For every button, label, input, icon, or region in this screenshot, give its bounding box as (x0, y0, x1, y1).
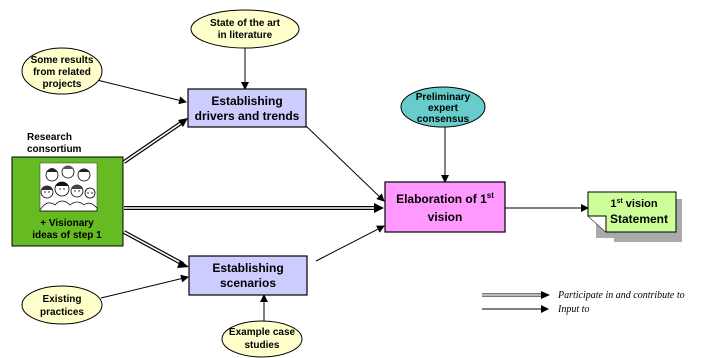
related-projects-line-3: projects (43, 79, 82, 90)
statement-line-1-pre: 1 (610, 198, 616, 210)
research-consortium-box: + Visionary ideas of step 1 (11, 156, 124, 247)
elaboration-line-1-text: Elaboration of 1 (396, 192, 487, 206)
statement-line-2: Statement (610, 212, 668, 226)
consortium-label-line-1: Research (27, 132, 72, 143)
cases-line-1: Example case (229, 327, 296, 338)
related-projects-line-1: Some results (31, 55, 94, 66)
state-of-art-line-1: State of the art (210, 18, 281, 29)
arrow-related-to-drivers (96, 79, 187, 105)
drivers-line-1: Establishing (211, 94, 282, 108)
statement-line-1-post: vision (623, 198, 658, 210)
elaboration-line-1: Elaboration of 1st (396, 191, 494, 206)
oval-expert-consensus: Preliminary expert consensus (400, 86, 486, 128)
practices-line-2: practices (40, 307, 84, 318)
oval-state-of-art: State of the art in literature (190, 9, 300, 49)
legend-participate-arrow (482, 291, 550, 299)
box-elaboration: Elaboration of 1st vision (384, 181, 506, 233)
arrow-scenarios-to-elaboration (315, 225, 385, 262)
visionary-ideas-line-2: ideas of step 1 (32, 230, 102, 241)
elaboration-line-2: vision (428, 210, 463, 224)
scenarios-line-1: Establishing (212, 261, 283, 275)
participate-arrow-to-elaboration (124, 203, 384, 213)
elaboration-line-1-sup: st (487, 191, 494, 200)
practices-line-1: Existing (43, 294, 82, 305)
cases-line-2: studies (244, 340, 279, 351)
arrow-drivers-to-elaboration (304, 124, 385, 202)
people-sketch-icon (39, 162, 98, 212)
arrow-practices-to-scenarios (100, 274, 189, 299)
oval-related-projects: Some results from related projects (21, 47, 103, 95)
statement-line-1: 1st vision (610, 198, 657, 210)
consensus-line-2: expert (428, 103, 459, 114)
consortium-label-line-2: consortium (27, 144, 82, 155)
legend: Participate in and contribute to Input t… (482, 290, 685, 315)
note-vision-statement: 1st vision Statement (587, 191, 682, 242)
box-scenarios: Establishing scenarios (188, 255, 308, 296)
state-of-art-line-2: in literature (218, 30, 273, 41)
participate-arrow-to-scenarios (123, 230, 189, 268)
consensus-line-1: Preliminary (416, 92, 471, 103)
drivers-line-2: drivers and trends (195, 109, 300, 123)
scenarios-line-2: scenarios (220, 276, 276, 290)
oval-example-cases: Example case studies (221, 320, 303, 358)
legend-participate-label: Participate in and contribute to (557, 290, 685, 301)
oval-existing-practices: Existing practices (21, 285, 103, 325)
box-drivers-trends: Establishing drivers and trends (187, 88, 307, 128)
participate-arrow-to-drivers (122, 118, 188, 164)
consensus-line-3: consensus (417, 114, 470, 125)
statement-line-1-sup: st (617, 198, 624, 205)
legend-input-label: Input to (557, 304, 589, 315)
related-projects-line-2: from related (33, 67, 91, 78)
visionary-ideas-line-1: + Visionary (40, 218, 94, 229)
